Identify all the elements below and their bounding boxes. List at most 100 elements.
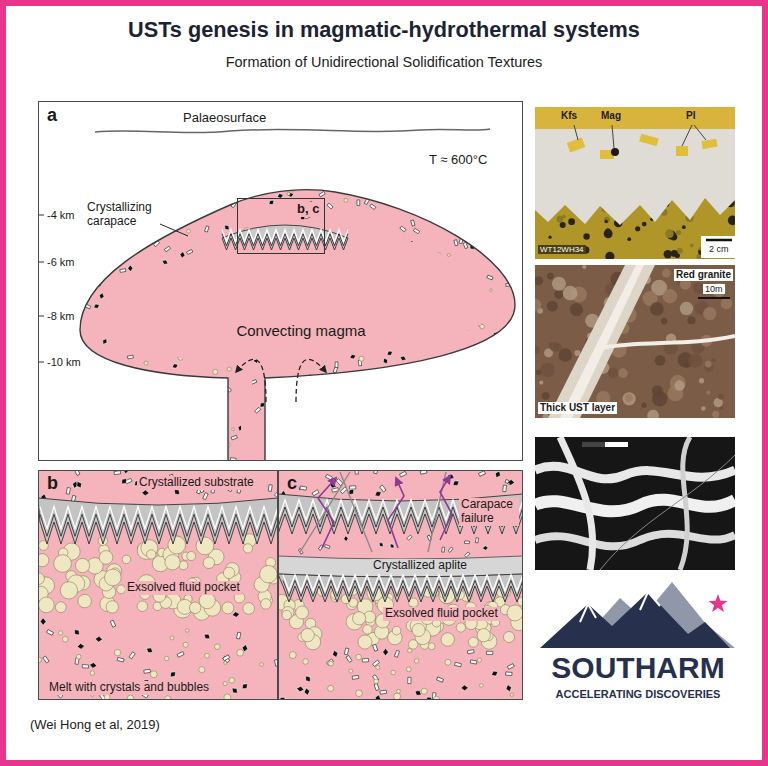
- bubble-symbol: [477, 658, 481, 662]
- crystal-symbol: [382, 382, 388, 388]
- granite-grain: [536, 370, 541, 375]
- mineral-spot: [671, 250, 678, 257]
- crystal-symbol: [373, 644, 378, 651]
- granite-grain: [718, 394, 724, 400]
- mineral-spot: [568, 218, 575, 225]
- zone-label: Crystallized substrate: [137, 476, 256, 490]
- crystal-symbol: [296, 416, 302, 421]
- crystal-symbol: [171, 362, 179, 370]
- crystal-symbol: [506, 341, 513, 349]
- mineral-spot: [642, 222, 647, 227]
- crystal-symbol: [129, 652, 135, 659]
- crystal-symbol: [492, 338, 497, 344]
- depth-label: -10 km: [47, 356, 81, 369]
- bubble-symbol: [356, 690, 363, 697]
- granite-grain: [705, 361, 712, 368]
- mineral-label: Kfs: [561, 110, 577, 122]
- palaeosurface-line: [95, 129, 490, 133]
- bubble-symbol: [368, 385, 373, 390]
- zone-label: Exsolved fluid pocket: [125, 581, 242, 595]
- bubble-symbol: [183, 642, 188, 647]
- bubble-symbol: [75, 558, 89, 572]
- logo-mountains: [540, 582, 735, 648]
- mineral-spot: [635, 226, 640, 231]
- crystal-symbol: [400, 226, 406, 232]
- crystal-symbol: [451, 479, 460, 488]
- bubble-symbol: [301, 628, 314, 641]
- bubble-symbol: [122, 555, 131, 564]
- mineral-spot: [728, 216, 735, 226]
- crystal-symbol: [373, 490, 382, 499]
- crystal-symbol: [478, 350, 485, 356]
- ust-teeth: [283, 580, 522, 596]
- bubble-symbol: [165, 555, 180, 570]
- zone-label: Carapace failure: [459, 498, 519, 526]
- crystal-symbol: [190, 447, 196, 453]
- crystal-symbol: [198, 400, 201, 406]
- crystal-symbol: [110, 389, 118, 396]
- mineral-spot: [604, 229, 613, 238]
- crystal-symbol: [408, 677, 411, 683]
- crystal-symbol: [202, 632, 211, 641]
- magma-chamber: [80, 190, 515, 461]
- mineral-spot: [676, 230, 681, 235]
- rock-photo: [535, 107, 735, 259]
- bubble-symbol: [406, 667, 411, 672]
- mineral-spot: [560, 222, 566, 228]
- bubble-symbol: [408, 640, 417, 649]
- crystal-symbol: [40, 618, 46, 626]
- crystal-symbol: [274, 490, 277, 497]
- bubble-symbol: [433, 696, 439, 699]
- bubble-symbol: [161, 445, 165, 449]
- crystal-symbol: [158, 422, 163, 428]
- crystal-symbol: [281, 387, 287, 392]
- ust-teeth: [40, 507, 277, 529]
- bubble-symbol: [223, 567, 234, 578]
- crystal-symbol: [389, 542, 396, 549]
- bubble-symbol: [108, 420, 113, 425]
- crystal-symbol: [394, 650, 399, 657]
- bubble-symbol: [428, 643, 435, 650]
- bubble-symbol: [165, 696, 171, 699]
- crystal-symbol: [99, 449, 107, 457]
- mineral-spot: [664, 250, 672, 258]
- bubble-symbol: [106, 601, 118, 613]
- crystal-symbol: [92, 302, 100, 310]
- crystal-symbol: [339, 396, 346, 401]
- granite-grain: [721, 298, 732, 309]
- bubble-symbol: [222, 602, 234, 614]
- crystal-symbol: [120, 412, 124, 418]
- bubble-symbol: [111, 412, 114, 415]
- crystal-symbol: [302, 383, 308, 390]
- crystal-symbol: [378, 408, 384, 413]
- crystal-symbol: [312, 490, 319, 496]
- bubble-symbol: [60, 582, 77, 599]
- crystal-symbol: [168, 670, 177, 679]
- crystal-symbol: [203, 493, 209, 500]
- ust-band: [222, 225, 348, 250]
- granite-grain: [699, 378, 704, 383]
- granite-grain: [701, 406, 706, 411]
- bubble-symbol: [78, 380, 82, 384]
- ust-teeth: [283, 575, 522, 591]
- bubble-symbol: [215, 452, 219, 456]
- crystal-symbol: [497, 342, 501, 348]
- bubble-symbol: [479, 420, 483, 424]
- crystal-symbol: [243, 186, 251, 194]
- bubble-symbol: [480, 324, 484, 328]
- bubble-symbol: [237, 649, 244, 656]
- crystal-symbol: [346, 655, 352, 662]
- panel-c-art: [279, 471, 522, 699]
- bubble-symbol: [140, 427, 144, 431]
- zone-label: Melt with crystals and bubbles: [47, 681, 211, 695]
- bubble-symbol: [212, 428, 217, 433]
- bubble-symbol: [78, 594, 92, 608]
- crystal-symbol: [400, 471, 407, 477]
- logo-star: [709, 594, 728, 612]
- bubble-symbol: [150, 671, 157, 678]
- melt-ground: [279, 471, 522, 699]
- crystal-symbol: [163, 183, 170, 188]
- ust-lens: [222, 225, 348, 250]
- crystal-symbol: [325, 474, 332, 480]
- panel-box: bCrystallized substrateExsolved fluid po…: [38, 470, 278, 700]
